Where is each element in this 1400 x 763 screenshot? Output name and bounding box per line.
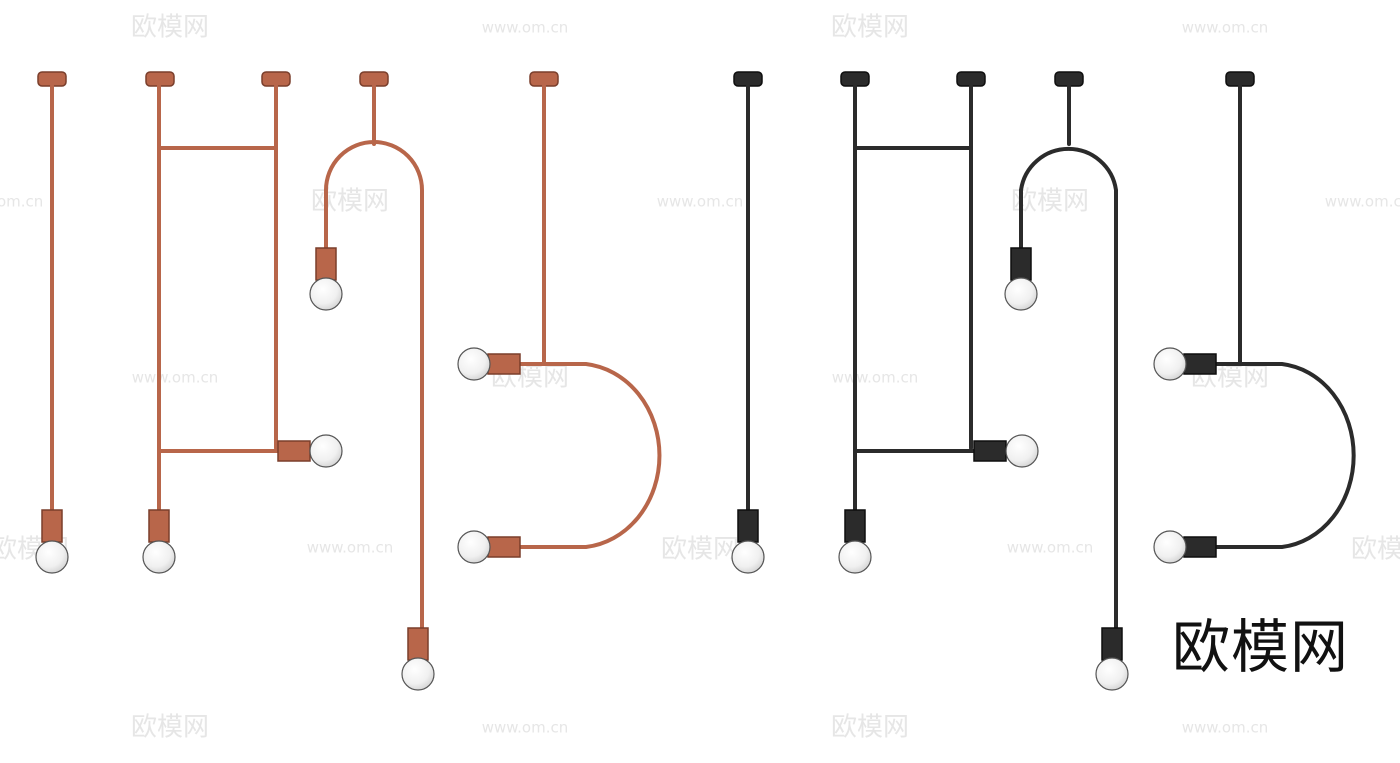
watermark-logo: 欧模网 [131,13,209,43]
copper-u-pendant [457,71,662,564]
watermark-logo: 欧模网 [831,13,909,43]
watermark-url: www.om.cn [0,193,43,211]
watermark-logo: 欧模网 [131,713,209,743]
copper-arc-pendant [309,71,435,691]
watermark-url: www.om.cn [832,369,919,387]
black-lamp-set [731,71,1356,691]
copper-h-frame-pendant [142,71,343,574]
copper-single-pendant [35,71,69,574]
brand-logo-text: 欧模网 [1172,613,1350,681]
watermark-url: www.om.cn [132,369,219,387]
black-h-frame-pendant [838,71,1039,574]
watermark-url: www.om.cn [307,539,394,557]
watermark-logo: 欧模网 [831,713,909,743]
watermark-url: www.om.cn [1182,19,1269,37]
watermark-logo: 欧模网 [1011,187,1089,217]
copper-lamp-set [35,71,662,691]
watermark-logo: 欧模网 [1351,535,1400,565]
watermark-url: www.om.cn [1182,719,1269,737]
watermark-layer: 欧模网欧模网欧模网欧模网欧模网欧模网欧模网欧模网欧模网欧模网欧模网www.om.… [0,13,1400,743]
black-arc-pendant [1004,71,1129,691]
watermark-logo: 欧模网 [661,535,739,565]
watermark-url: www.om.cn [482,719,569,737]
watermark-url: www.om.cn [482,19,569,37]
watermark-logo: 欧模网 [311,187,389,217]
watermark-url: www.om.cn [657,193,744,211]
black-single-pendant [731,71,765,574]
watermark-url: www.om.cn [1007,539,1094,557]
watermark-url: www.om.cn [1325,193,1400,211]
black-u-pendant [1153,71,1356,564]
